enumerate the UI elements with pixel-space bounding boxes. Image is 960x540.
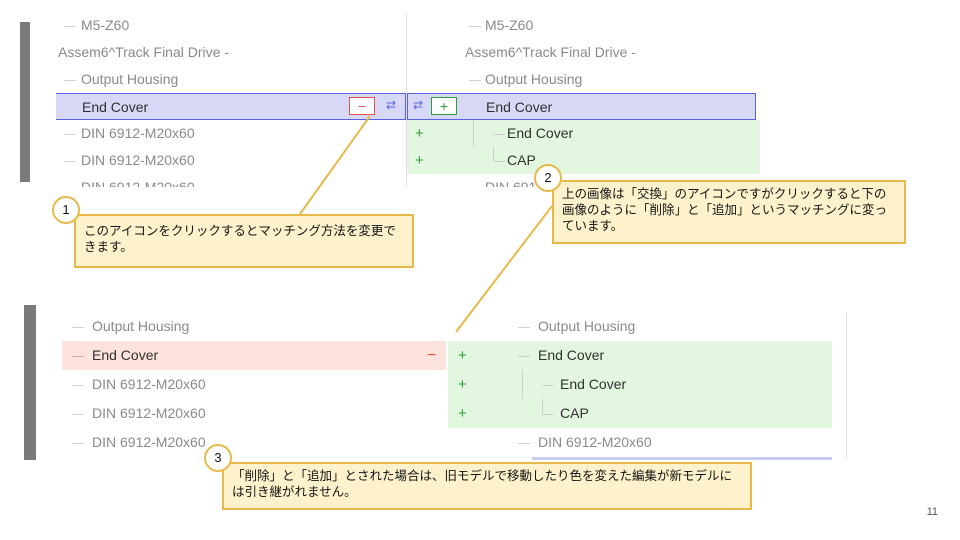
tree-row-label: Output Housing [485,71,583,87]
callout-number-3: 3 [204,444,232,472]
tree-row[interactable]: M5-Z60 [407,12,760,39]
callout-text: 「削除」と「追加」とされた場合は、旧モデルで移動したり色を変えた編集が新モデルに… [232,469,733,499]
tree-row-label: End Cover [560,376,627,392]
tree-row[interactable]: DIN 6912-M20x60 [56,174,406,187]
tree-row-label: End Cover [82,99,149,115]
tree-row-label: Output Housing [81,71,179,87]
tree-row-added[interactable]: + CAP [448,399,832,428]
callout-text: 上の画像は「交換」のアイコンですがクリックすると下の画像のように「削除」と「追加… [562,187,888,233]
left-accent-bar [20,22,30,182]
tree-row-removed[interactable]: End Cover − [62,341,446,370]
add-marker: + [458,347,467,364]
add-marker: + [415,125,424,142]
tree-row-label: DIN 6912-M20x60 [81,125,195,141]
tree-row-label: DIN 6912-M20x60 [538,434,652,450]
selection-underline [532,457,832,460]
callout-1: このアイコンをクリックするとマッチング方法を変更できます。 [74,214,414,268]
tree-row-label: Assem6^Track Final Drive - [58,44,229,60]
tree-row-added[interactable]: + End Cover [448,341,832,370]
tree-row-label: DIN 6912-M20x60 [81,152,195,168]
tree-row-label: End Cover [486,99,553,115]
tree-row[interactable]: DIN 6912-M20x60 [62,428,446,457]
tree-row-label: Assem6^Track Final Drive - [465,44,636,60]
top-comparison-panel: M5-Z60 Assem6^Track Final Drive - Output… [56,12,760,187]
page-number: 11 [926,506,938,518]
tree-row-added[interactable]: + CAP [407,147,760,174]
tree-row[interactable]: Output Housing [448,312,832,341]
tree-row-label: M5-Z60 [81,17,130,33]
remove-marker: − [427,347,437,364]
tree-row-label: End Cover [538,347,605,363]
add-marker: + [458,376,467,393]
tree-row[interactable]: M5-Z60 [56,12,406,39]
tree-row[interactable]: DIN 6912-M20x60 [448,428,832,457]
tree-row[interactable]: DIN 6912-M20x60 [56,120,406,147]
tree-row-label: CAP [560,405,589,421]
tree-row-label: DIN 6912-M20x60 [81,179,195,187]
swap-icon[interactable]: ⇄ [413,98,424,112]
left-accent-bar [24,305,36,460]
tree-row-label: M5-Z60 [485,17,534,33]
tree-row-label: DIN 6912-M20x60 [92,434,206,450]
bottom-comparison-panel: Output Housing End Cover − DIN 6912-M20x… [62,312,848,460]
callout-number-1: 1 [52,196,80,224]
tree-row-label: DIN 6912-M20x60 [92,405,206,421]
tree-row[interactable]: DIN 6912-M20x60 [62,399,446,428]
tree-row[interactable]: Output Housing [407,66,760,93]
tree-row[interactable]: Output Housing [56,66,406,93]
tree-row[interactable]: Assem6^Track Final Drive - [407,39,760,66]
callout-2: 上の画像は「交換」のアイコンですがクリックすると下の画像のように「削除」と「追加… [552,180,906,244]
tree-row[interactable]: DIN 6912-M20x60 [62,370,446,399]
tree-row[interactable]: DIN 6912-M20x60 [56,147,406,174]
tree-row-selected[interactable]: End Cover [56,93,406,120]
add-marker: + [415,152,424,169]
tree-row[interactable]: Assem6^Track Final Drive - [56,39,406,66]
tree-row-label: Output Housing [92,318,190,334]
tree-row-label: Output Housing [538,318,636,334]
callout-3: 「削除」と「追加」とされた場合は、旧モデルで移動したり色を変えた編集が新モデルに… [222,462,752,510]
swap-icon[interactable]: ⇄ [386,98,397,112]
callout-number-2: 2 [534,164,562,192]
tree-row-label: DIN 6912-M20x60 [92,376,206,392]
remove-match-button[interactable]: − [349,97,375,115]
tree-row-added[interactable]: + End Cover [407,120,760,147]
tree-row-label: End Cover [92,347,159,363]
panel-divider [406,12,407,187]
callout-text: このアイコンをクリックするとマッチング方法を変更できます。 [84,224,396,254]
add-match-button[interactable]: + [431,97,457,115]
add-marker: + [458,405,467,422]
tree-row-added[interactable]: + End Cover [448,370,832,399]
tree-row-label: CAP [507,152,536,168]
panel-right-edge [846,312,847,460]
tree-row[interactable]: Output Housing [62,312,446,341]
tree-row-label: End Cover [507,125,574,141]
tree-row-selected[interactable]: End Cover [407,93,756,120]
